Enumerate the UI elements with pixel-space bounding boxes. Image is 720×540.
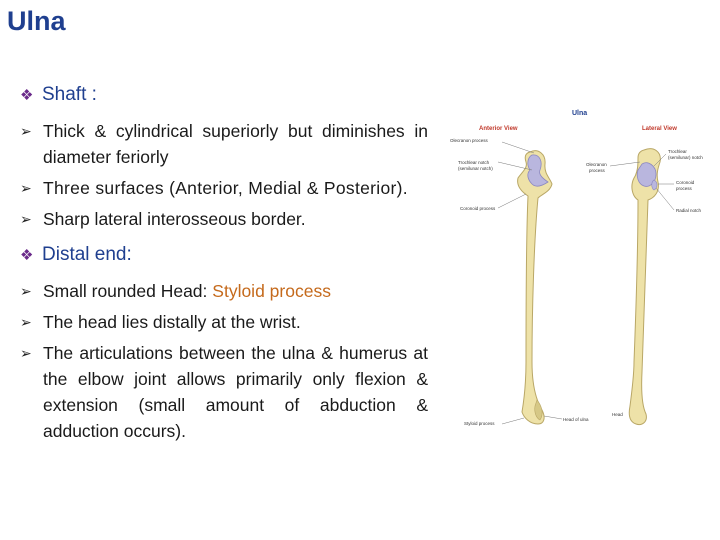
diamond-bullet-icon: ❖ [20, 247, 34, 264]
bullet-text: Sharp lateral interosseous border. [43, 209, 306, 229]
bullet-text: The articulations between the ulna & hum… [43, 343, 428, 441]
bullet-text: Three surfaces (Anterior, Medial & Poste… [43, 178, 408, 198]
label-head-of-ulna: Head of ulna [563, 417, 589, 422]
right-leader-lines [609, 153, 675, 211]
label-olecranon-process: Olecranon process [450, 138, 489, 143]
list-item: ➢ Small rounded Head: Styloid process [20, 278, 428, 304]
section-heading-text: Shaft : [42, 84, 97, 105]
page-title: Ulna [7, 6, 66, 36]
lateral-view-label: Lateral View [642, 126, 677, 132]
arrow-bullet-icon: ➢ [20, 180, 32, 196]
label-trochlear-right-sub: (semilunar) notch [668, 155, 703, 160]
styloid-highlight: Styloid process [212, 281, 331, 301]
content-area: ❖ Shaft : ➢ Thick & cylindrical superior… [20, 84, 428, 449]
label-head-right: Head [612, 412, 623, 417]
anterior-ulna-bone [517, 150, 553, 425]
label-coronoid-right: Coronoid [676, 180, 695, 185]
label-trochlear-notch-sub: (semilunar notch) [458, 166, 493, 171]
label-trochlear-notch: Trochlear notch [458, 160, 490, 165]
bullet-text: Thick & cylindrical superiorly but dimin… [43, 121, 428, 167]
label-coronoid-process: Coronoid process [460, 206, 496, 211]
label-coronoid-right-sub: process [676, 186, 693, 191]
figure-title: Ulna [572, 110, 587, 117]
arrow-bullet-icon: ➢ [20, 123, 32, 139]
bullet-prefix: Small rounded Head: [43, 281, 213, 301]
list-item: ➢ The articulations between the ulna & h… [20, 340, 428, 444]
list-item: ➢ Sharp lateral interosseous border. [20, 206, 428, 232]
label-olecranon-right: Olecranon [586, 162, 607, 167]
anterior-view-label: Anterior View [479, 126, 518, 132]
list-item: ➢ The head lies distally at the wrist. [20, 309, 428, 335]
ulna-illustration: Ulna Anterior View Lateral View Olecrano… [450, 110, 703, 426]
list-item: ➢ Three surfaces (Anterior, Medial & Pos… [20, 175, 428, 201]
label-styloid-process: Styloid process [464, 421, 495, 426]
lateral-ulna-bone [628, 148, 661, 425]
arrow-bullet-icon: ➢ [20, 283, 32, 299]
left-leader-lines [497, 141, 563, 425]
bullet-text: Small rounded Head: Styloid process [43, 278, 428, 304]
bullet-text: The head lies distally at the wrist. [43, 312, 301, 332]
arrow-bullet-icon: ➢ [20, 345, 32, 361]
section-heading-text: Distal end: [42, 244, 132, 265]
label-olecranon-right-sub: process [589, 168, 606, 173]
label-radial-notch: Radial notch [676, 208, 702, 213]
section-heading-shaft: ❖ Shaft : [20, 84, 428, 106]
list-item: ➢ Thick & cylindrical superiorly but dim… [20, 118, 428, 170]
label-trochlear-right: Trochlear [668, 149, 687, 154]
diamond-bullet-icon: ❖ [20, 87, 34, 104]
section-heading-distal: ❖ Distal end: [20, 244, 428, 266]
arrow-bullet-icon: ➢ [20, 211, 32, 227]
arrow-bullet-icon: ➢ [20, 314, 32, 330]
